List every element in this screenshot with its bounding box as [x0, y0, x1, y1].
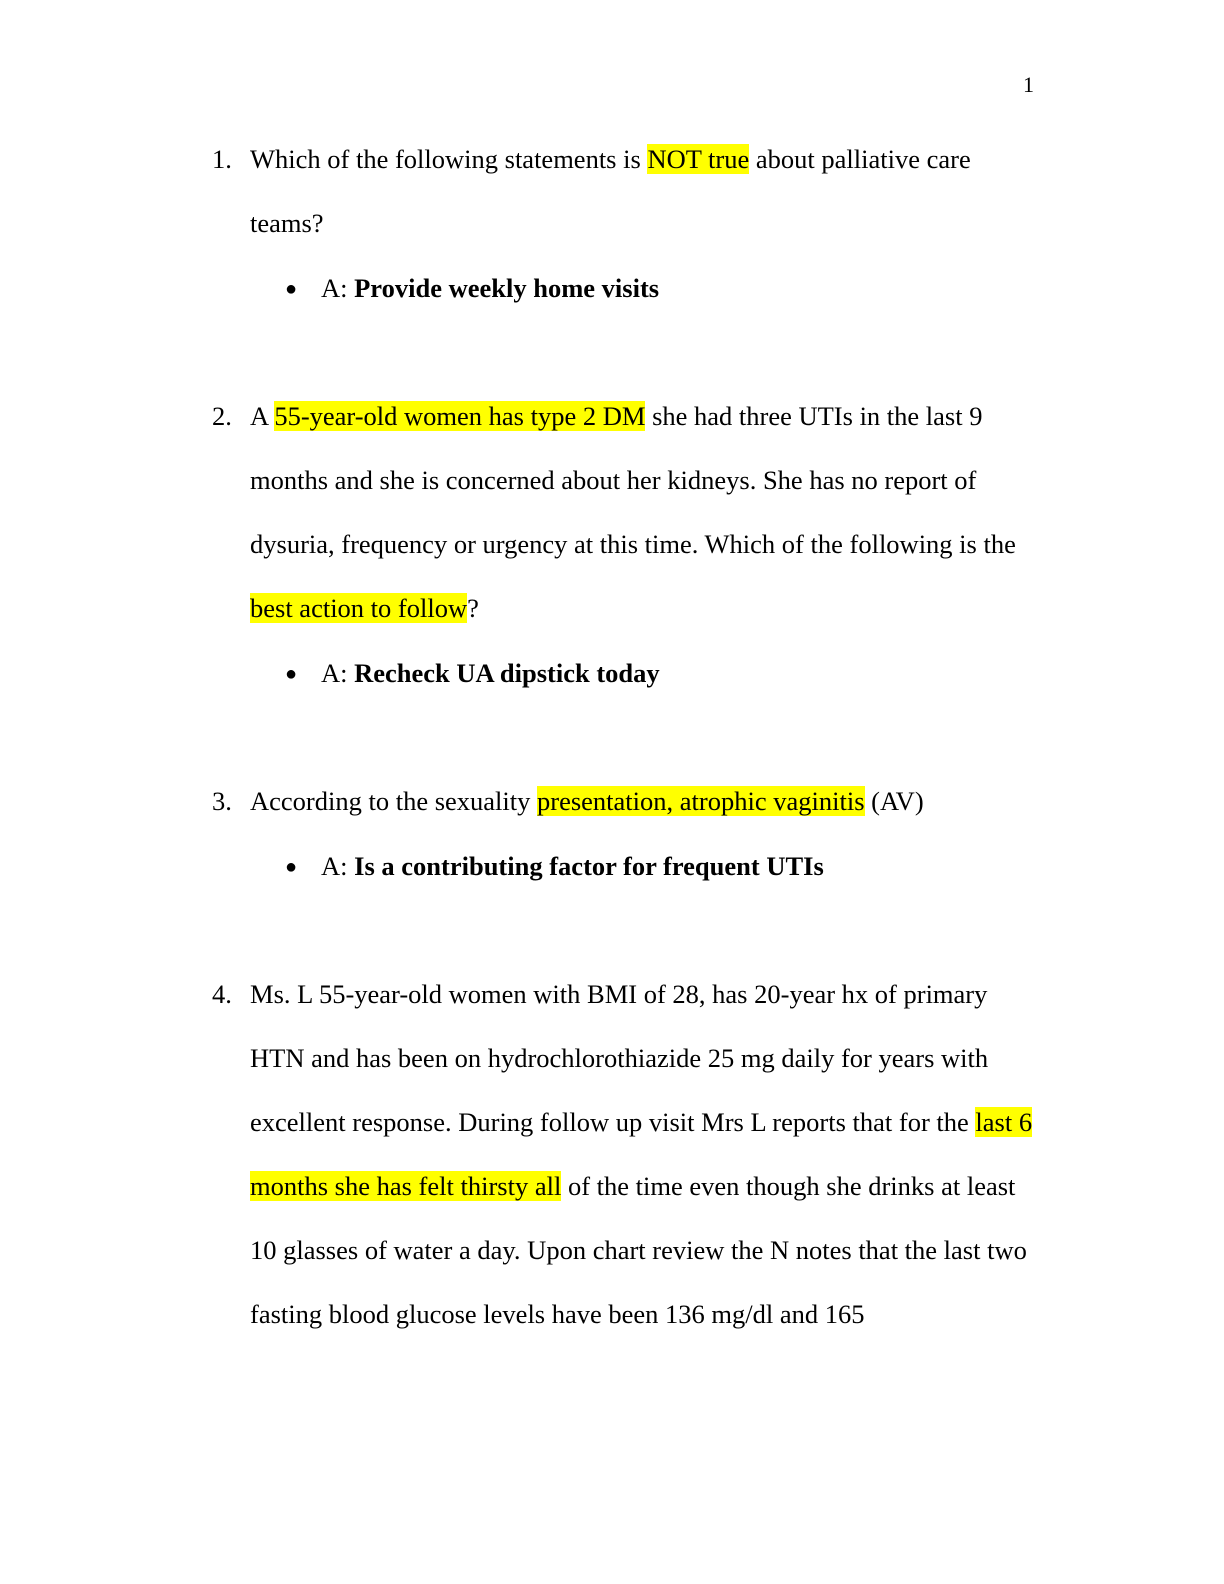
highlight: best action to follow	[250, 593, 468, 623]
question-text-part: (AV)	[864, 786, 924, 816]
question-number: 2.	[212, 401, 232, 431]
highlight: NOT true	[647, 144, 750, 174]
question-text: Ms. L 55-year-old women with BMI of 28, …	[250, 962, 1042, 1346]
question-1: 1. Which of the following statements is …	[212, 127, 1042, 255]
question-text-part: she had three UTIs in the last 9 months …	[250, 401, 1016, 559]
answer-label: A:	[321, 851, 355, 881]
page-number: 1	[1023, 72, 1034, 97]
answer-label: A:	[321, 658, 355, 688]
answer-2: ● A: Recheck UA dipstick today	[285, 653, 660, 694]
question-number: 3.	[212, 786, 232, 816]
question-text-part: According to the sexuality	[250, 786, 538, 816]
question-text-part: of the time even though she drinks at le…	[250, 1171, 1027, 1329]
question-4: 4. Ms. L 55-year-old women with BMI of 2…	[212, 962, 1042, 1346]
bullet-icon: ●	[285, 856, 298, 878]
bullet-icon: ●	[285, 663, 298, 685]
answer-3: ● A: Is a contributing factor for frequen…	[285, 846, 824, 887]
question-number: 1.	[212, 144, 232, 174]
question-text-part: about palliative care teams?	[250, 144, 971, 238]
highlight: 55-year-old women has type 2 DM	[274, 401, 646, 431]
question-text-part: ?	[467, 593, 479, 623]
answer-1: ● A: Provide weekly home visits	[285, 268, 659, 309]
question-text: According to the sexuality presentation,…	[250, 769, 1042, 833]
answer-text: Recheck UA dipstick today	[354, 658, 660, 688]
bullet-icon: ●	[285, 278, 298, 300]
question-number: 4.	[212, 979, 232, 1009]
question-text-part: Which of the following statements is	[250, 144, 648, 174]
highlight: presentation, atrophic vaginitis	[537, 786, 865, 816]
question-3: 3. According to the sexuality presentati…	[212, 769, 1042, 833]
answer-text: Provide weekly home visits	[354, 273, 660, 303]
question-text: Which of the following statements is NOT…	[250, 127, 1042, 255]
question-2: 2. A 55-year-old women has type 2 DM she…	[212, 384, 1042, 640]
answer-label: A:	[321, 273, 355, 303]
question-text: A 55-year-old women has type 2 DM she ha…	[250, 384, 1042, 640]
question-text-part: Ms. L 55-year-old women with BMI of 28, …	[250, 979, 989, 1137]
question-text-part: A	[250, 401, 275, 431]
answer-text: Is a contributing factor for frequent UT…	[354, 851, 824, 881]
